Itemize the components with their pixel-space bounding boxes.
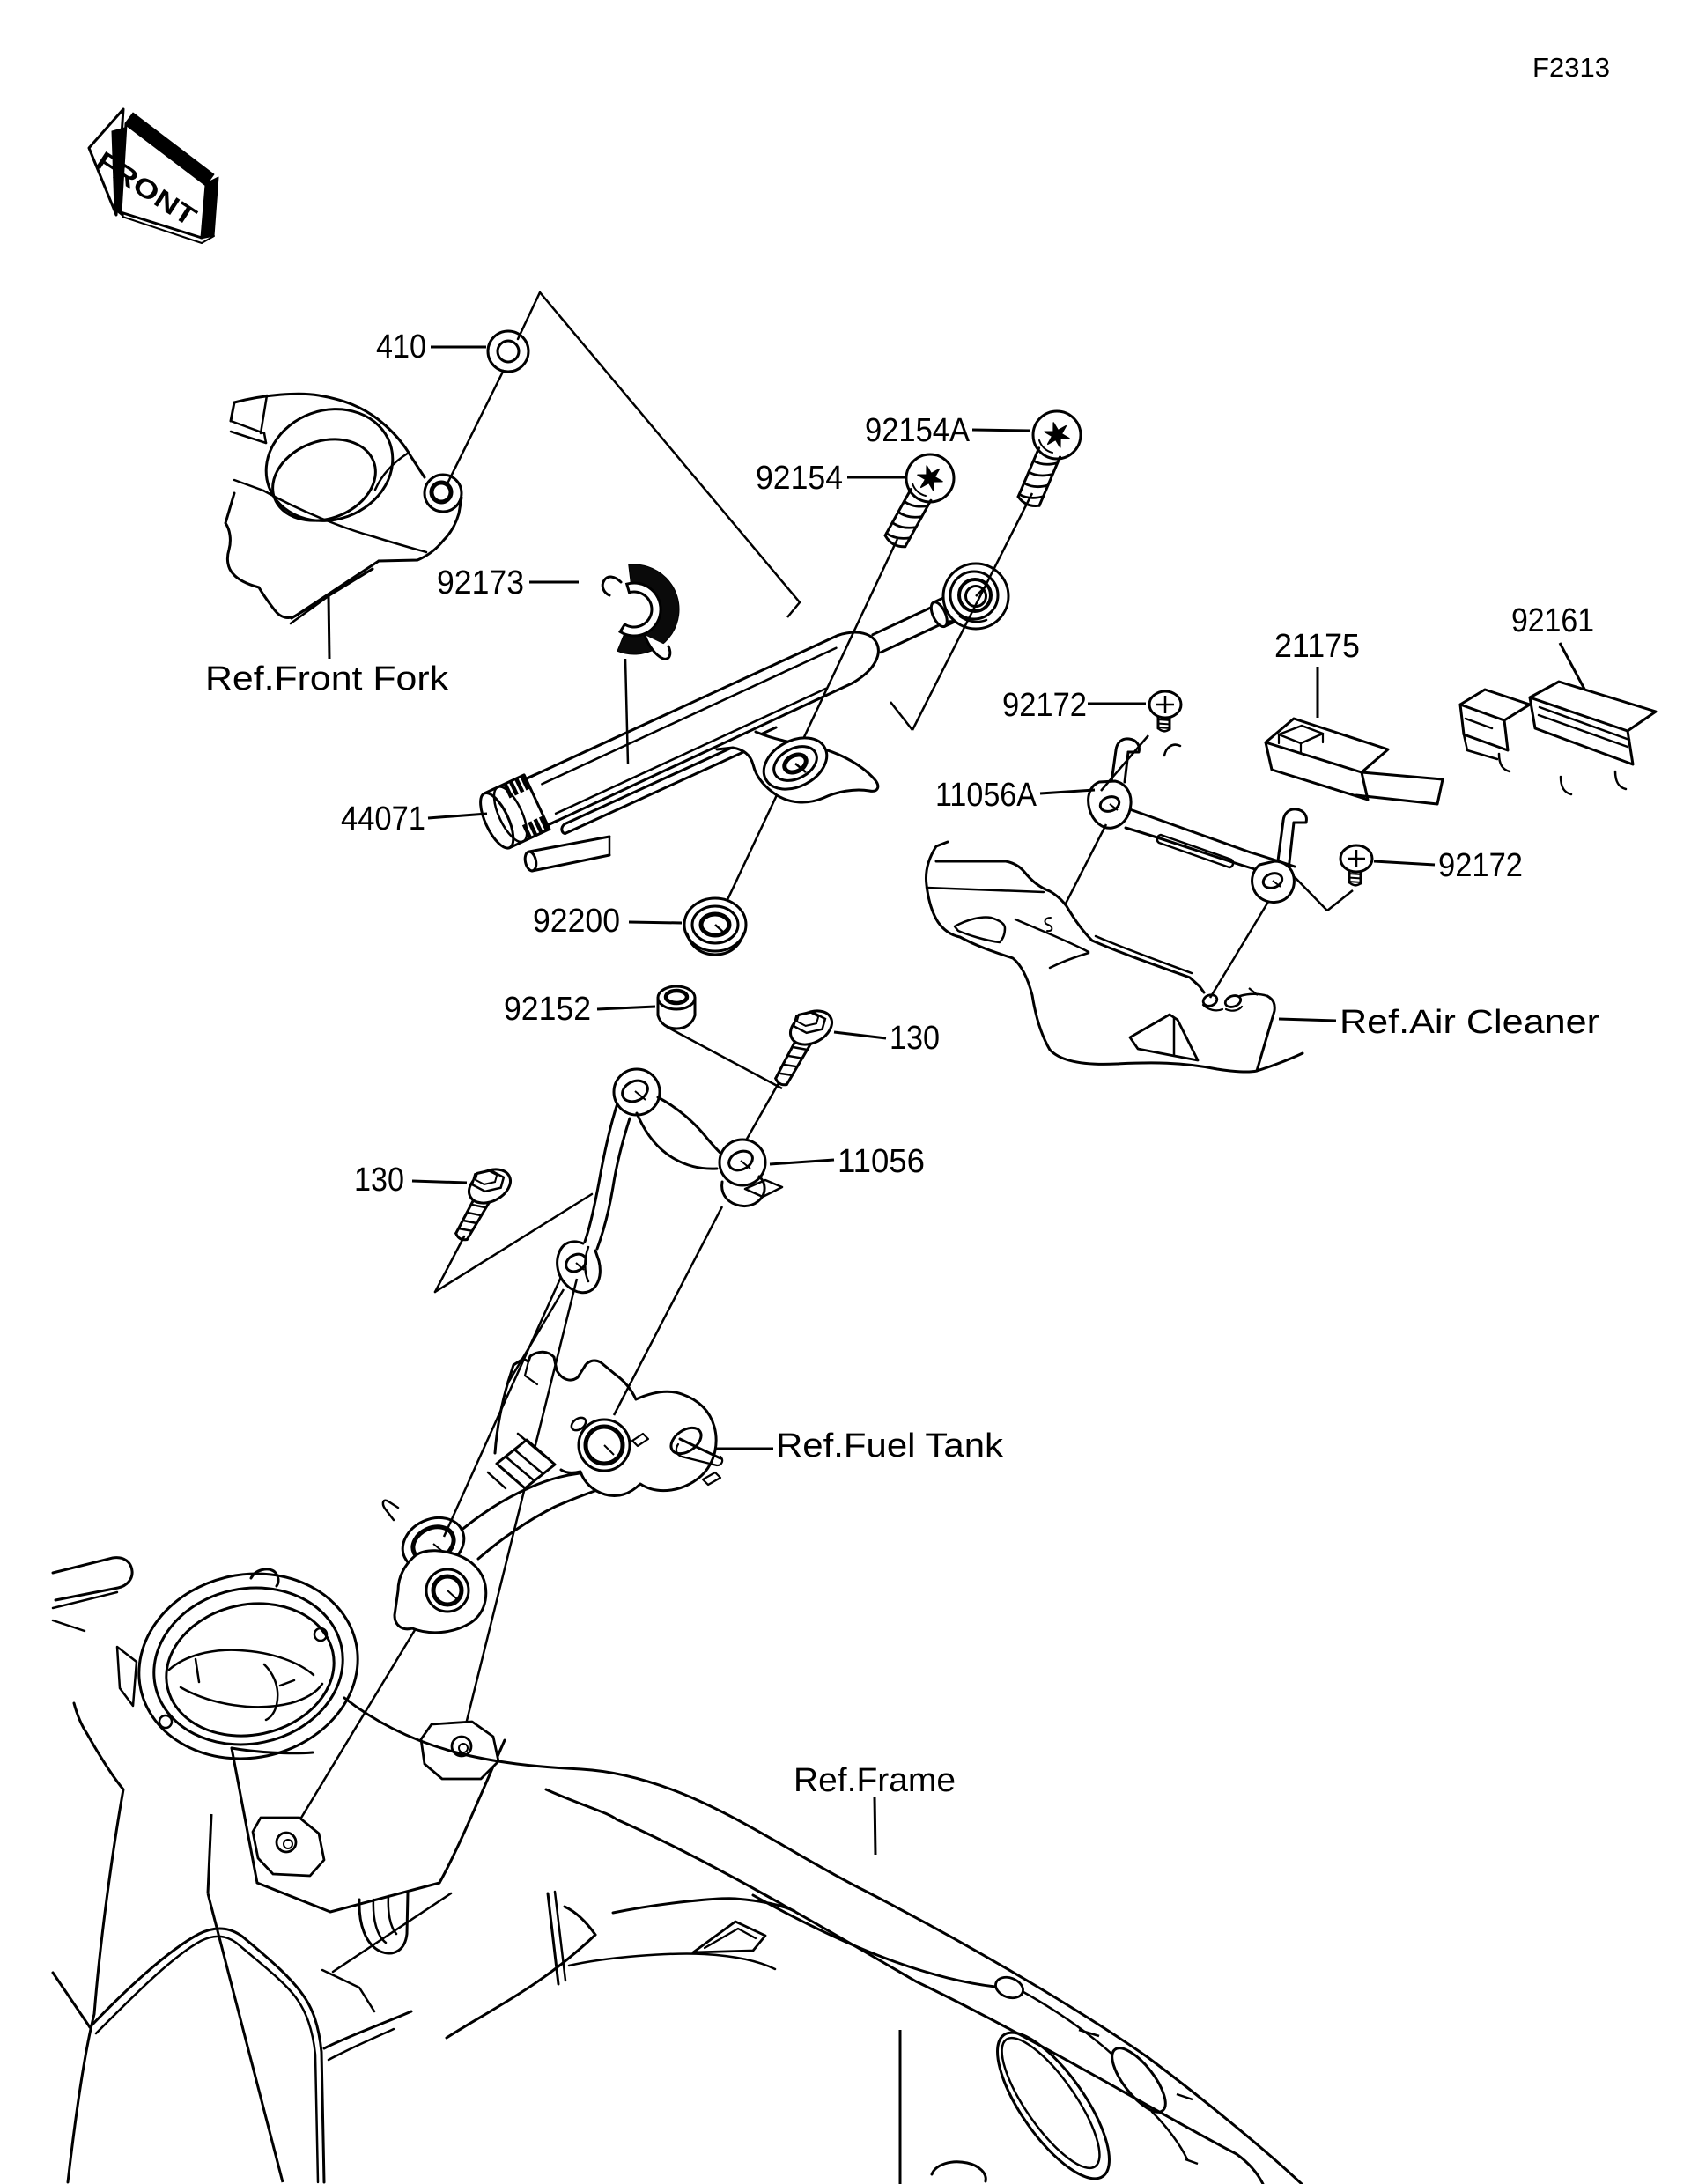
svg-text:92172: 92172 bbox=[1002, 687, 1087, 724]
svg-text:130: 130 bbox=[890, 1020, 940, 1057]
svg-text:44071: 44071 bbox=[341, 801, 425, 837]
svg-text:Ref.Front Fork: Ref.Front Fork bbox=[205, 660, 449, 697]
svg-text:92154: 92154 bbox=[756, 460, 843, 497]
svg-text:11056: 11056 bbox=[838, 1143, 925, 1180]
svg-text:21175: 21175 bbox=[1274, 628, 1360, 665]
svg-text:92152: 92152 bbox=[504, 991, 591, 1028]
svg-text:Ref.Fuel Tank: Ref.Fuel Tank bbox=[776, 1428, 1004, 1465]
svg-text:130: 130 bbox=[354, 1162, 404, 1199]
svg-text:F2313: F2313 bbox=[1532, 52, 1610, 83]
svg-text:11056A: 11056A bbox=[935, 777, 1037, 814]
svg-text:92154A: 92154A bbox=[865, 412, 971, 449]
svg-text:92173: 92173 bbox=[437, 564, 524, 601]
svg-text:92161: 92161 bbox=[1511, 602, 1594, 639]
svg-text:Ref.Frame: Ref.Frame bbox=[794, 1762, 956, 1799]
svg-text:Ref.Air Cleaner: Ref.Air Cleaner bbox=[1340, 1004, 1599, 1041]
svg-text:92172: 92172 bbox=[1438, 847, 1523, 884]
svg-text:92200: 92200 bbox=[533, 903, 620, 940]
svg-text:410: 410 bbox=[376, 328, 426, 365]
